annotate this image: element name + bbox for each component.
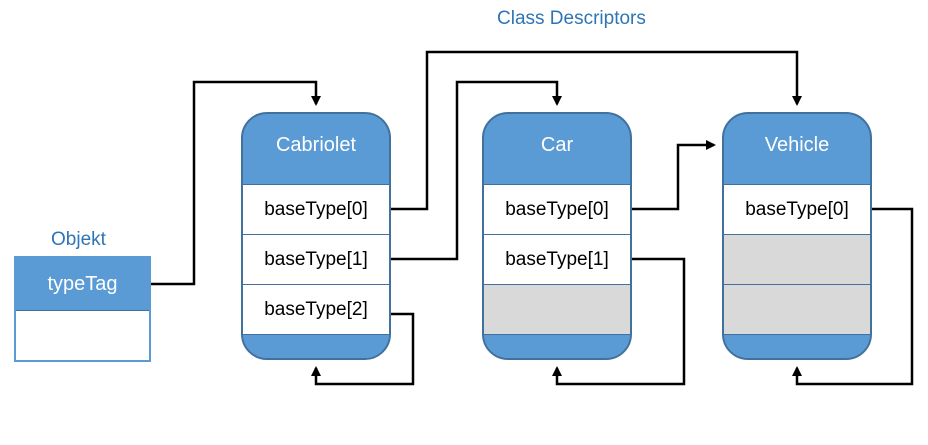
car-slot-0-text: baseType[0] (505, 198, 609, 220)
car-slot-0: baseType[0] (484, 184, 630, 234)
cabriolet-slot-2-text: baseType[2] (264, 298, 368, 320)
cabriolet-slot-1-text: baseType[1] (264, 248, 368, 270)
vehicle-slot-0: baseType[0] (724, 184, 870, 234)
cabriolet-slot-1: baseType[1] (243, 234, 389, 284)
diagram-title: Class Descriptors (497, 8, 646, 29)
descriptor-cabriolet-name: Cabriolet (275, 133, 357, 156)
car-slot-1: baseType[1] (484, 234, 630, 284)
descriptor-cabriolet-header: Cabriolet (243, 114, 389, 176)
object-label: Objekt (51, 229, 106, 250)
object-type-tag-field: typeTag (16, 258, 149, 311)
arrow-car-base0-to-vehicle (632, 140, 716, 211)
vehicle-slot-0-text: baseType[0] (745, 198, 849, 220)
car-slot-1-text: baseType[1] (505, 248, 609, 270)
descriptor-vehicle-header: Vehicle (724, 114, 870, 176)
vehicle-slot-2 (724, 284, 870, 334)
car-footer (484, 334, 630, 358)
descriptor-vehicle-name: Vehicle (764, 133, 830, 156)
vehicle-footer (724, 334, 870, 358)
descriptor-cabriolet: Cabriolet baseType[0] baseType[1] baseTy… (241, 112, 391, 360)
object-type-tag-text: typeTag (47, 272, 118, 295)
descriptor-car-header: Car (484, 114, 630, 176)
cabriolet-footer (243, 334, 389, 358)
cabriolet-slot-2: baseType[2] (243, 284, 389, 334)
car-slot-2 (484, 284, 630, 334)
descriptor-vehicle: Vehicle baseType[0] (722, 112, 872, 360)
object-box: typeTag (14, 256, 151, 362)
descriptor-car-name: Car (540, 133, 574, 156)
vehicle-slot-1 (724, 234, 870, 284)
cabriolet-slot-0-text: baseType[0] (264, 198, 368, 220)
cabriolet-slot-0: baseType[0] (243, 184, 389, 234)
descriptor-car: Car baseType[0] baseType[1] (482, 112, 632, 360)
